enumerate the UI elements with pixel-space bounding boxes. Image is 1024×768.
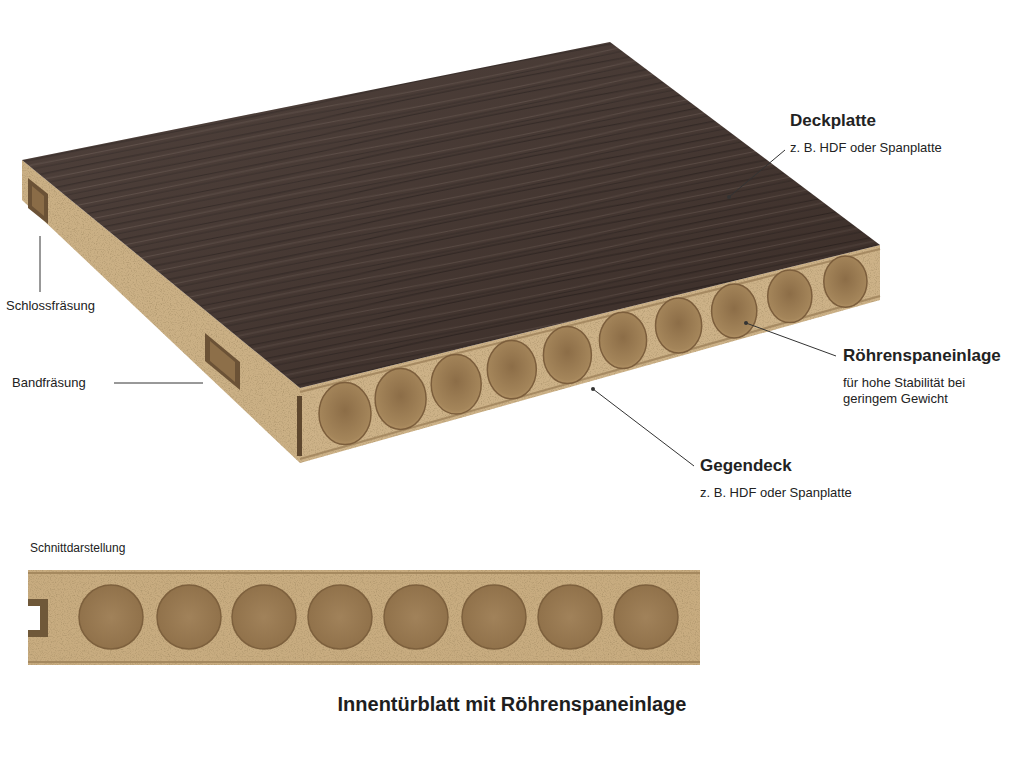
leader-dots <box>591 195 748 391</box>
lock-mortise-inner <box>32 186 44 216</box>
part-name: Gegendeck <box>700 455 792 476</box>
part-name: Bandfräsung <box>12 375 86 391</box>
section-label: Schnittdarstellung <box>30 541 125 556</box>
top-face <box>22 42 880 388</box>
part-note: z. B. HDF oder Spanplatte <box>790 140 942 156</box>
lock-mortise <box>28 178 48 224</box>
leader-lines <box>40 150 836 466</box>
section-top-veneer <box>28 572 700 574</box>
section-groove <box>28 599 48 637</box>
part-note: für hohe Stabilität bei geringem Gewicht <box>843 375 969 408</box>
hinge-mortise-inner <box>210 341 235 382</box>
section-groove-inner <box>28 606 40 630</box>
top-face-shade <box>22 42 880 388</box>
part-name: Deckplatte <box>790 110 876 131</box>
edge-groove <box>297 396 302 456</box>
part-name: Röhrenspaneinlage <box>843 345 1001 366</box>
part-note: z. B. HDF oder Spanplatte <box>700 485 852 501</box>
caption: Innentürblatt mit Röhrenspaneinlage <box>0 692 1024 717</box>
section-bottom-veneer <box>28 661 700 663</box>
hinge-mortise <box>205 333 240 390</box>
section-tubes <box>79 585 678 649</box>
part-name: Schlossfräsung <box>6 298 95 314</box>
section-board <box>28 570 700 665</box>
